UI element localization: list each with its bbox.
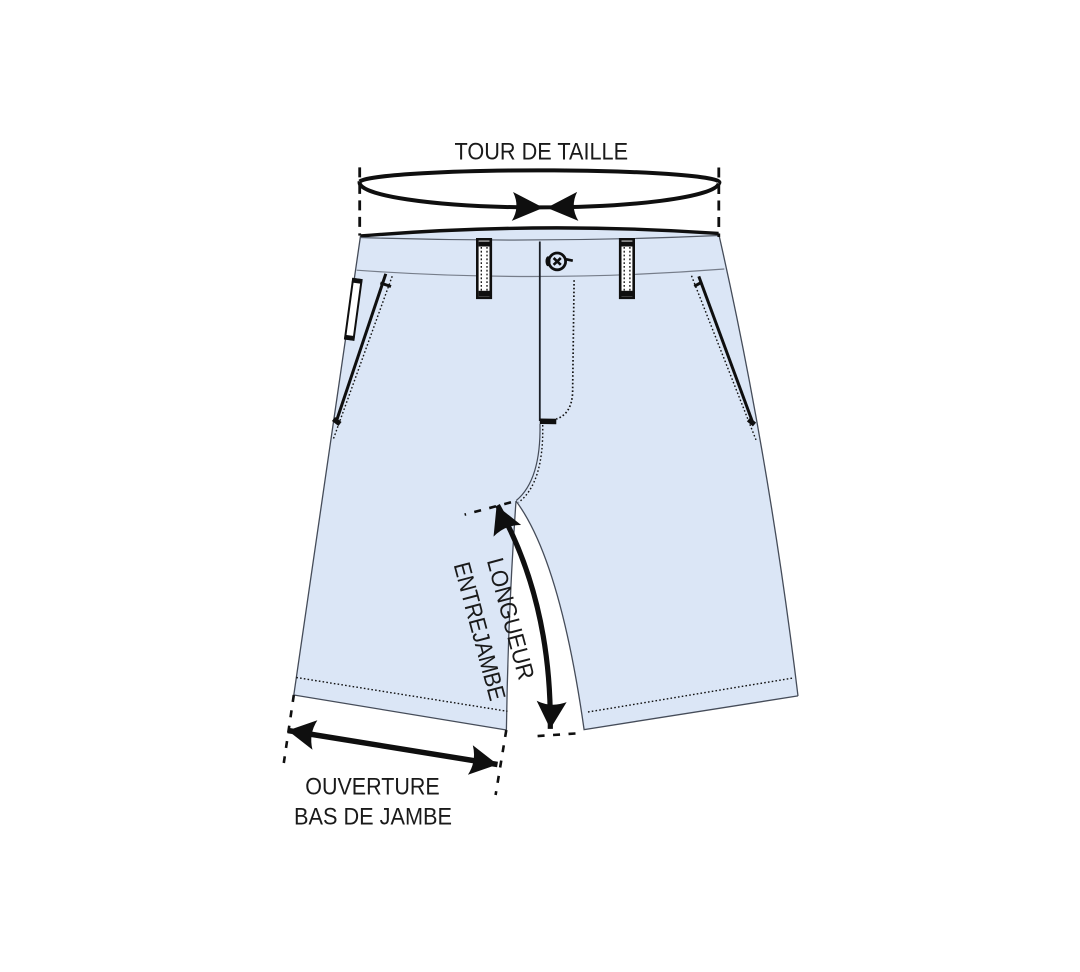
svg-text:TOUR DE TAILLE: TOUR DE TAILLE (455, 138, 629, 165)
svg-text:BAS DE JAMBE: BAS DE JAMBE (294, 804, 452, 831)
svg-text:OUVERTURE: OUVERTURE (305, 774, 440, 801)
